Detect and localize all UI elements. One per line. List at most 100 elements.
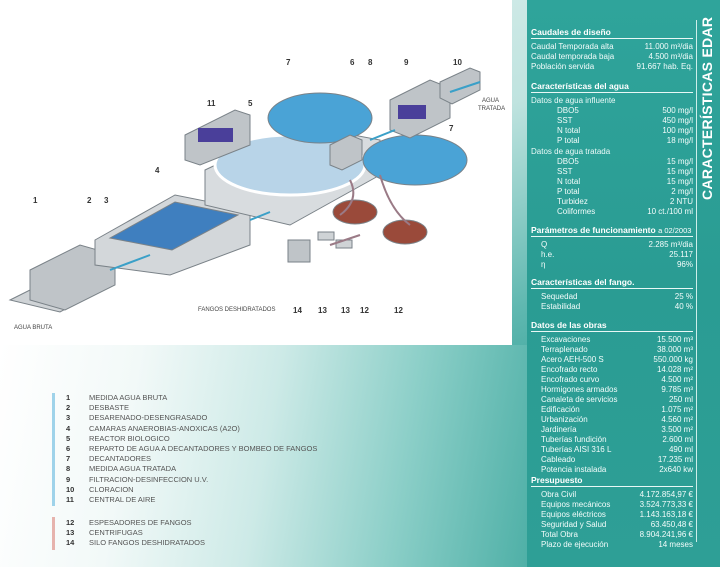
- row-label: P total: [557, 136, 580, 145]
- row-value: 500 mg/l: [662, 106, 693, 115]
- diagram-number: 7: [286, 58, 291, 67]
- label-fangos-deshidratados: FANGOS DESHIDRATADOS: [198, 307, 276, 313]
- subheader-influente: Datos de agua influente: [531, 96, 616, 105]
- legend-text: DECANTADORES: [89, 454, 151, 464]
- row-label: Acero AEH-500 S: [541, 355, 604, 364]
- row-value: 96%: [676, 260, 693, 269]
- legend-number: 9: [66, 474, 71, 484]
- row-value: 91.667 hab. Eq.: [636, 62, 694, 71]
- row-label: DBO5: [557, 157, 579, 166]
- row-value: 2 mg/l: [671, 187, 693, 196]
- row-label: Tuberías fundición: [541, 435, 607, 444]
- section-header: Presupuesto: [531, 475, 693, 487]
- row-label: Caudal Temporada alta: [531, 42, 614, 51]
- thickener-1: [332, 199, 378, 225]
- row-value: 14.028 m²: [656, 365, 693, 374]
- legend-text: MEDIDA AGUA TRATADA: [89, 464, 177, 474]
- section-caudales: Caudales de diseño Caudal Temporada alta…: [531, 27, 693, 72]
- legend-item: 1 MEDIDA AGUA BRUTA: [66, 393, 317, 403]
- row-label: N total: [557, 177, 581, 186]
- legend-text: CLORACION: [89, 484, 134, 494]
- legend-text: CENTRIFUGAS: [89, 528, 143, 538]
- row-label: Equipos mecánicos: [541, 500, 611, 509]
- legend-number: 13: [66, 528, 75, 538]
- row-label: Excavaciones: [541, 335, 591, 344]
- data-row: Caudal Temporada alta 11.000 m³/dia: [531, 42, 693, 52]
- diagram-number: 6: [350, 58, 355, 67]
- section-header: Datos de las obras: [531, 320, 693, 332]
- header-text: Parámetros de funcionamiento: [531, 225, 656, 235]
- row-value: 40 %: [674, 302, 693, 311]
- data-row: Urbanización 4.560 m²: [531, 415, 693, 425]
- label-agua-tratada: AGUA: [482, 98, 500, 104]
- diagram-number: 7: [449, 124, 454, 133]
- row-value: 2 NTU: [669, 197, 693, 206]
- diagram-number: 10: [453, 58, 462, 67]
- characteristics-panel: [527, 0, 720, 567]
- row-value: 550.000 kg: [653, 355, 693, 364]
- diagram-number: 13: [318, 306, 327, 315]
- diagram-number: 2: [87, 196, 92, 205]
- row-value: 2x640 kw: [659, 465, 693, 474]
- row-label: SST: [557, 167, 573, 176]
- row-label: Jardinería: [541, 425, 577, 434]
- row-label: Equipos eléctricos: [541, 510, 606, 519]
- row-value: 17.235 ml: [657, 455, 693, 464]
- legend-number: 6: [66, 443, 71, 453]
- row-value: 4.560 m²: [661, 415, 693, 424]
- legend-text: MEDIDA AGUA BRUTA: [89, 393, 168, 402]
- data-row: DBO5 15 mg/l: [531, 157, 693, 167]
- legend-text: SILO FANGOS DESHIDRATADOS: [89, 538, 205, 548]
- row-label: Q: [541, 240, 548, 249]
- diagram-number: 1: [33, 196, 38, 205]
- row-value: 18 mg/l: [666, 136, 693, 145]
- row-value: 1.075 m²: [661, 405, 693, 414]
- data-row: Acero AEH-500 S 550.000 kg: [531, 355, 693, 365]
- divider: [696, 20, 697, 542]
- row-label: Obra Civil: [541, 490, 577, 499]
- row-value: 15 mg/l: [666, 177, 693, 186]
- row-label: Encofrado curvo: [541, 375, 600, 384]
- row-value: 9.785 m³: [661, 385, 693, 394]
- section-agua: Características del agua Datos de agua i…: [531, 81, 693, 217]
- legend-number: 1: [66, 393, 71, 402]
- legend-number: 2: [66, 403, 71, 413]
- row-value: 25.117: [669, 250, 693, 259]
- row-value: 15 mg/l: [666, 157, 693, 166]
- row-value: 11.000 m³/dia: [644, 42, 693, 51]
- diagram-number: 3: [104, 196, 109, 205]
- row-label: Urbanización: [541, 415, 588, 424]
- legend-text: REPARTO DE AGUA A DECANTADORES Y BOMBEO …: [89, 443, 318, 453]
- label-agua-bruta: AGUA BRUTA: [14, 325, 53, 331]
- label-agua-tratada-2: TRATADA: [478, 106, 506, 112]
- data-row: N total 15 mg/l: [531, 177, 693, 187]
- thickener-2: [382, 219, 428, 245]
- legend-text: CENTRAL DE AIRE: [89, 494, 156, 504]
